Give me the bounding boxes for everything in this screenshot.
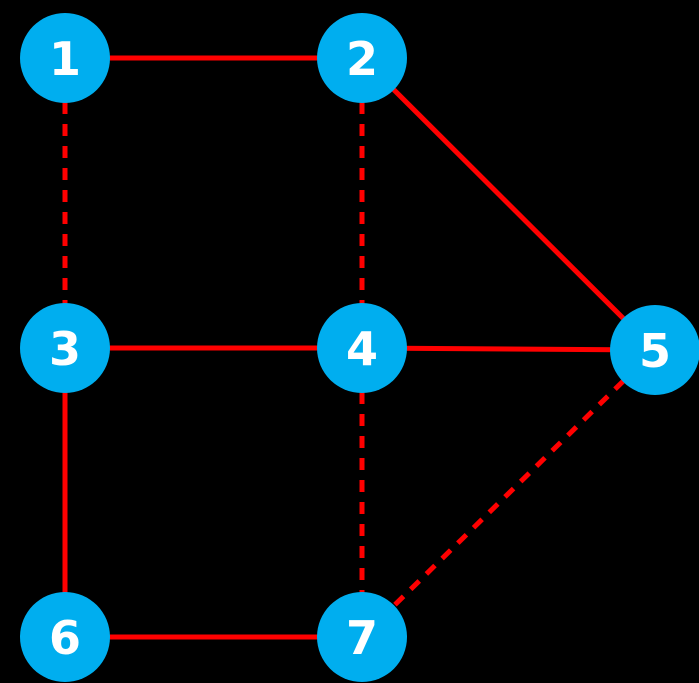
graph-edge-5-7[interactable] — [360, 348, 657, 639]
graph-node-7[interactable]: 7 — [317, 592, 407, 682]
node-label-5: 5 — [639, 324, 671, 378]
edge-layer — [62, 55, 657, 640]
node-circle-5[interactable] — [610, 305, 699, 395]
graph-node-6[interactable]: 6 — [20, 592, 110, 682]
node-label-3: 3 — [49, 322, 81, 376]
node-label-2: 2 — [346, 32, 378, 86]
node-circle-3[interactable] — [20, 303, 110, 393]
node-circle-6[interactable] — [20, 592, 110, 682]
node-circle-4[interactable] — [317, 303, 407, 393]
node-circle-2[interactable] — [317, 13, 407, 103]
graph-node-5[interactable]: 5 — [610, 305, 699, 395]
node-label-4: 4 — [346, 322, 378, 376]
node-label-1: 1 — [49, 32, 81, 86]
node-circle-7[interactable] — [317, 592, 407, 682]
node-layer: 1 2 3 4 5 6 7 — [20, 13, 699, 682]
node-circle-1[interactable] — [20, 13, 110, 103]
graph-edge-2-5[interactable] — [360, 56, 657, 352]
node-label-6: 6 — [49, 611, 81, 665]
graph-node-3[interactable]: 3 — [20, 303, 110, 393]
node-label-7: 7 — [346, 611, 378, 665]
graph-node-4[interactable]: 4 — [317, 303, 407, 393]
graph-node-1[interactable]: 1 — [20, 13, 110, 103]
graph-edge-4-5[interactable] — [361, 345, 656, 353]
graph-node-2[interactable]: 2 — [317, 13, 407, 103]
